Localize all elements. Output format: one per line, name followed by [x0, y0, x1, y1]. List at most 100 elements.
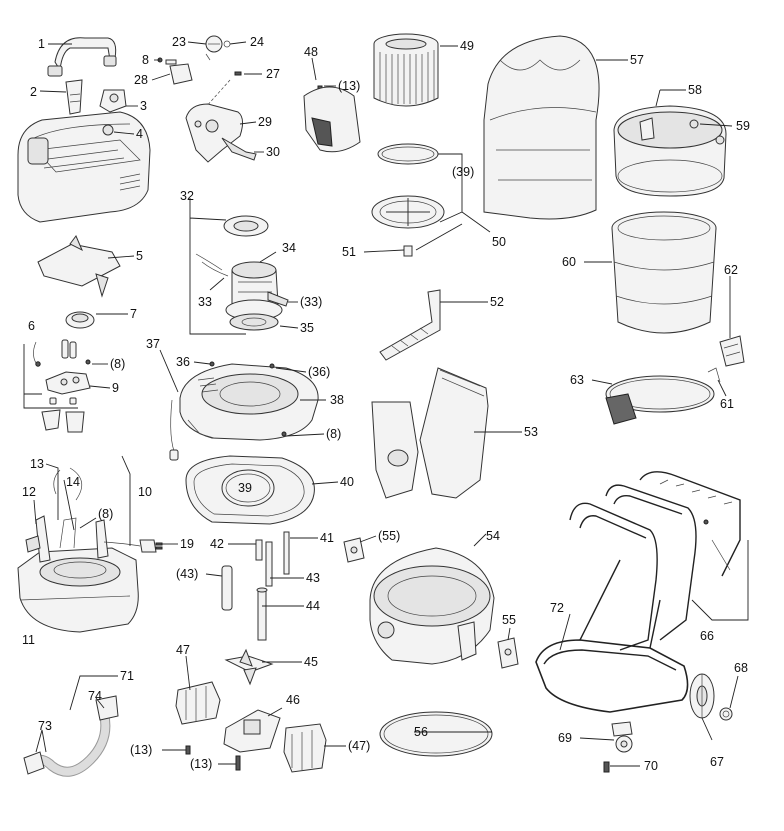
part-clamp-ring-58 — [613, 105, 727, 197]
label-37: 37 — [146, 337, 160, 351]
label-13d: (13) — [338, 79, 360, 93]
part-8-small — [157, 57, 177, 65]
label-24: 24 — [250, 35, 264, 49]
label-74: 74 — [88, 689, 102, 703]
part-caster-69 — [611, 721, 633, 753]
label-11: 11 — [22, 633, 35, 647]
label-8a: (8) — [110, 357, 125, 371]
label-1: 1 — [38, 37, 45, 51]
part-impeller — [224, 648, 274, 686]
leader-lines — [23, 41, 749, 767]
label-42: 42 — [210, 537, 224, 551]
part-switch-cap — [169, 63, 193, 85]
part-frame-72 — [535, 559, 689, 713]
label-56: 56 — [414, 725, 428, 739]
part-filter-lid-50 — [371, 195, 445, 257]
part-cart-66 — [569, 471, 741, 651]
label-47b: (47) — [348, 739, 370, 753]
label-72: 72 — [550, 601, 564, 615]
part-46 — [223, 709, 281, 753]
part-wheel-67 — [689, 673, 715, 719]
label-54: 54 — [486, 529, 500, 543]
part-labels: 1 2 3 4 5 6 7 (8) 9 10 11 12 13 14 (8) 1… — [22, 35, 750, 773]
label-14: 14 — [66, 475, 80, 489]
label-63: 63 — [570, 373, 584, 387]
label-69: 69 — [558, 731, 572, 745]
label-70: 70 — [644, 759, 658, 773]
label-34: 34 — [282, 241, 296, 255]
label-40: 40 — [340, 475, 354, 489]
label-12: 12 — [22, 485, 36, 499]
label-3: 3 — [140, 99, 147, 113]
part-lower-housing — [17, 467, 163, 633]
part-filter-bag-53 — [371, 367, 489, 499]
label-35: 35 — [300, 321, 314, 335]
label-60: 60 — [562, 255, 576, 269]
label-55: 55 — [502, 613, 516, 627]
label-43b: (43) — [176, 567, 198, 581]
label-59: 59 — [736, 119, 750, 133]
part-filter-basket — [169, 361, 319, 461]
label-10: 10 — [138, 485, 152, 499]
part-control-panel — [185, 103, 257, 163]
label-8c: (8) — [326, 427, 341, 441]
part-seal-56 — [379, 711, 493, 757]
part-gasket-40 — [185, 455, 315, 525]
label-41: 41 — [320, 531, 334, 545]
part-clip-55 — [343, 537, 519, 669]
label-38: 38 — [330, 393, 344, 407]
label-7: 7 — [130, 307, 137, 321]
label-27: 27 — [266, 67, 280, 81]
part-cage-47 — [175, 681, 221, 725]
label-47: 47 — [176, 643, 190, 657]
label-45: 45 — [304, 655, 318, 669]
label-32: 32 — [180, 189, 194, 203]
part-dust-bag-57 — [483, 35, 600, 220]
label-61: 61 — [720, 397, 734, 411]
label-8b: (8) — [98, 507, 113, 521]
label-71: 71 — [120, 669, 134, 683]
label-58: 58 — [688, 83, 702, 97]
label-30: 30 — [266, 145, 280, 159]
part-bracket — [99, 89, 127, 113]
part-filter-ring — [377, 143, 439, 165]
label-19: 19 — [180, 537, 194, 551]
label-52: 52 — [490, 295, 504, 309]
part-washer-68 — [719, 707, 733, 721]
label-5: 5 — [136, 249, 143, 263]
label-73: 73 — [38, 719, 52, 733]
part-latch-62 — [719, 335, 745, 367]
label-33b: (33) — [300, 295, 322, 309]
label-13: 13 — [30, 457, 44, 471]
label-39: 39 — [238, 481, 252, 495]
part-cage-47b — [283, 723, 327, 773]
part-hose — [23, 695, 119, 777]
part-motor-assembly — [195, 215, 289, 331]
label-67: 67 — [710, 755, 724, 769]
label-43: 43 — [306, 571, 320, 585]
label-50: 50 — [492, 235, 506, 249]
label-29: 29 — [258, 115, 272, 129]
label-53: 53 — [524, 425, 538, 439]
label-6: 6 — [28, 319, 35, 333]
label-2: 2 — [30, 85, 37, 99]
part-latch — [65, 79, 83, 115]
part-rods — [221, 531, 290, 641]
label-13c: (13) — [190, 757, 212, 771]
label-68: 68 — [734, 661, 748, 675]
label-66: 66 — [700, 629, 714, 643]
part-container-60 — [611, 211, 717, 334]
label-36b: (36) — [308, 365, 330, 379]
label-57: 57 — [630, 53, 644, 67]
label-8-top: 8 — [142, 53, 149, 67]
label-36: 36 — [176, 355, 190, 369]
label-48: 48 — [304, 45, 318, 59]
label-55b: (55) — [378, 529, 400, 543]
part-flap — [37, 235, 121, 298]
label-39b: (39) — [452, 165, 474, 179]
label-46: 46 — [286, 693, 300, 707]
part-screw-27 — [204, 71, 242, 109]
label-23: 23 — [172, 35, 186, 49]
